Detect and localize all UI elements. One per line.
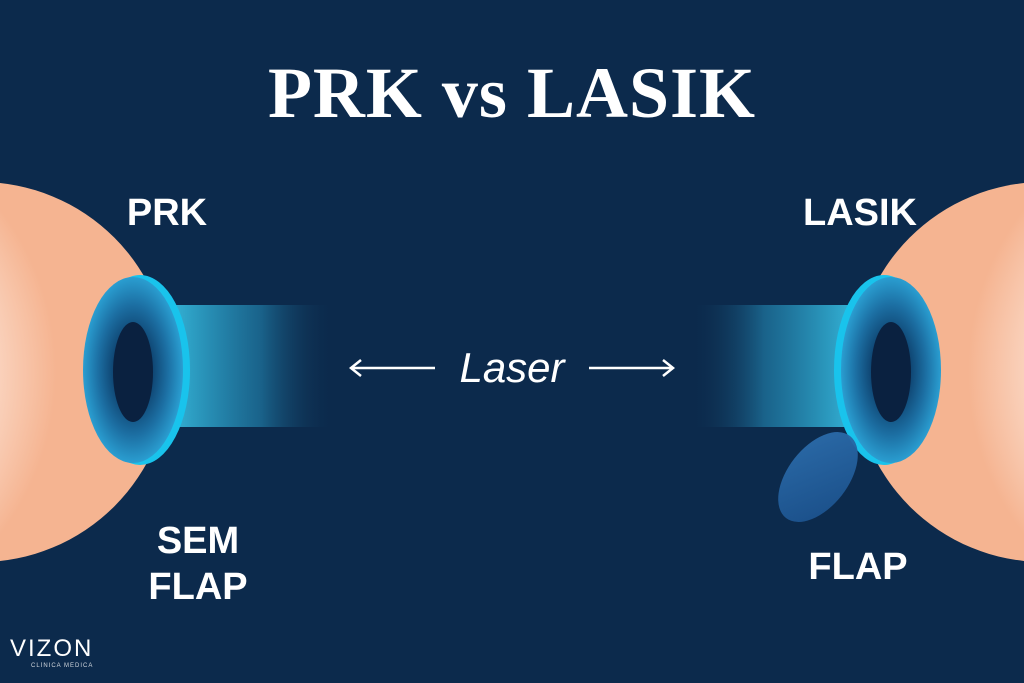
lasik-eye	[690, 183, 1024, 561]
prk-note-line1: SEM	[156, 520, 240, 562]
brand-logo: VIZON CLÍNICA MÉDICA	[10, 635, 94, 670]
arrow-right-icon	[588, 359, 675, 377]
laser-caption: Laser	[340, 340, 684, 396]
logo-tagline: CLÍNICA MÉDICA	[31, 663, 94, 669]
prk-pupil	[113, 322, 153, 422]
prk-heading: PRK	[126, 192, 208, 234]
lasik-note: FLAP	[808, 546, 908, 588]
prk-note-line2: FLAP	[148, 566, 248, 608]
arrow-left-icon	[349, 359, 436, 377]
prk-eye	[0, 183, 335, 561]
page-title: PRK vs LASIK	[267, 53, 757, 133]
laser-label: Laser	[459, 344, 565, 391]
lasik-pupil	[871, 322, 911, 422]
lasik-corneal-flap	[778, 432, 858, 522]
lasik-heading: LASIK	[803, 192, 917, 234]
logo-name: VIZON	[10, 635, 94, 662]
